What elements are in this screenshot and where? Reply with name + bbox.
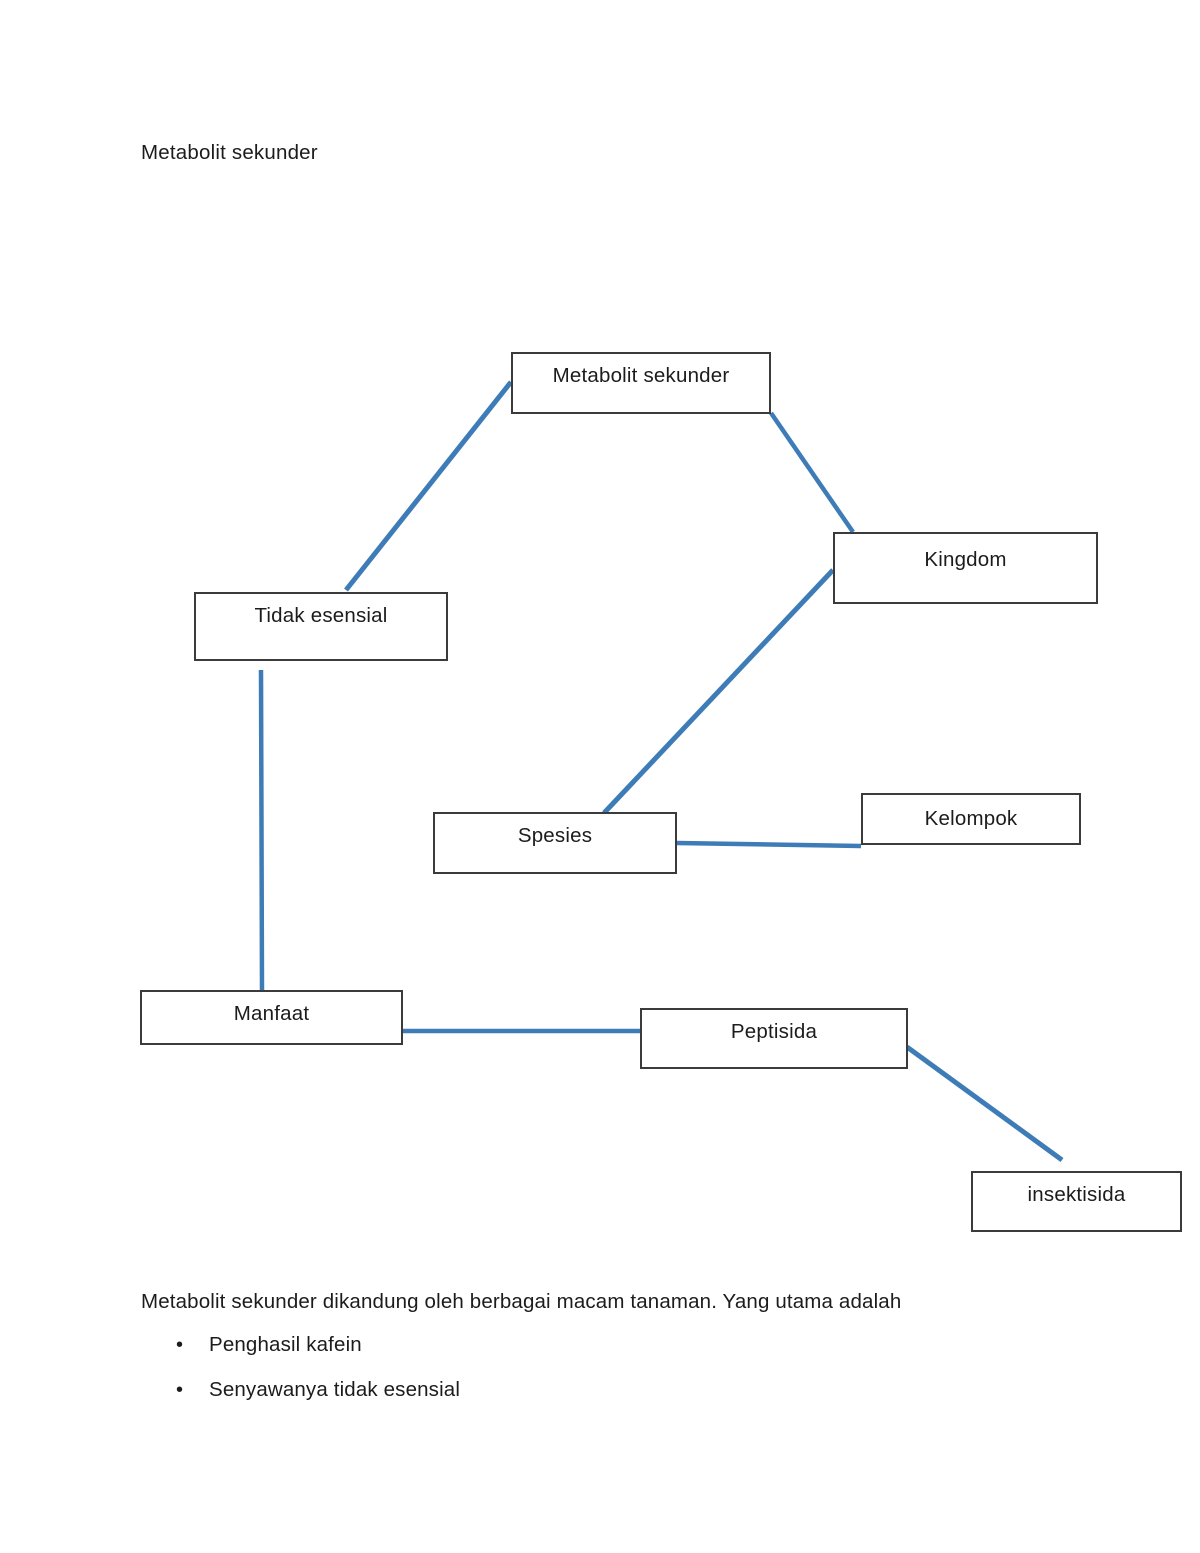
bullet-icon: • bbox=[176, 1334, 184, 1356]
node-label: Metabolit sekunder bbox=[552, 364, 730, 387]
node-peptisida[interactable]: Peptisida bbox=[640, 1008, 908, 1069]
node-label: Peptisida bbox=[730, 1020, 818, 1043]
list-item: • Senyawanya tidak esensial bbox=[141, 1377, 941, 1401]
list-item-label: Senyawanya tidak esensial bbox=[209, 1377, 461, 1401]
list-item-label: Penghasil kafein bbox=[209, 1333, 362, 1356]
node-tidak-esensial[interactable]: Tidak esensial bbox=[194, 592, 448, 661]
connector-peptisida-to-insektisida bbox=[905, 1044, 1064, 1163]
node-spesies[interactable]: Spesies bbox=[433, 812, 677, 874]
page-title: Metabolit sekunder bbox=[141, 141, 318, 164]
node-label: Kingdom bbox=[924, 548, 1007, 571]
bullet-icon: • bbox=[176, 1378, 184, 1401]
node-label: insektisida bbox=[1027, 1183, 1126, 1206]
node-label: Kelompok bbox=[924, 807, 1018, 830]
node-manfaat[interactable]: Manfaat bbox=[140, 990, 403, 1045]
connector-kingdom-to-spesies bbox=[602, 568, 835, 815]
connector-metabolit-to-kingdom bbox=[769, 411, 855, 534]
node-kingdom[interactable]: Kingdom bbox=[833, 532, 1098, 604]
node-metabolit-sekunder[interactable]: Metabolit sekunder bbox=[511, 352, 771, 414]
node-kelompok[interactable]: Kelompok bbox=[861, 793, 1081, 845]
node-label: Tidak esensial bbox=[254, 604, 388, 627]
connector-tidak-esensial-to-manfaat bbox=[258, 669, 265, 992]
node-label: Manfaat bbox=[233, 1002, 310, 1025]
node-label: Spesies bbox=[517, 824, 593, 847]
node-insektisida[interactable]: insektisida bbox=[971, 1171, 1182, 1232]
list-item: • Penghasil kafein bbox=[141, 1333, 941, 1356]
connector-spesies-to-kelompok bbox=[676, 840, 862, 849]
connector-metabolit-to-tidak-esensial bbox=[344, 380, 513, 592]
body-paragraph: Metabolit sekunder dikandung oleh berbag… bbox=[141, 1290, 902, 1313]
bullet-list: • Penghasil kafein • Senyawanya tidak es… bbox=[141, 1333, 941, 1424]
